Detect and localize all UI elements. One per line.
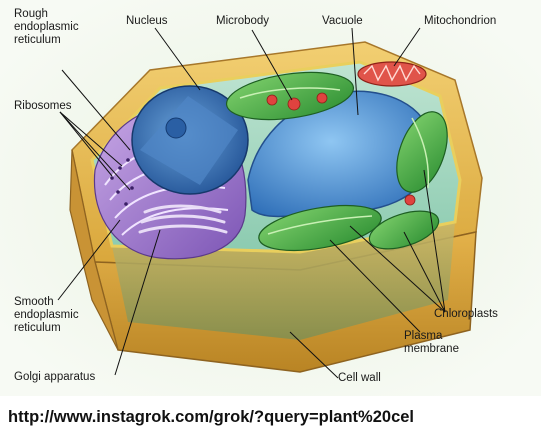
label-smooth-er: Smooth endoplasmic reticulum bbox=[14, 296, 79, 335]
label-plasma-membrane: Plasma membrane bbox=[404, 330, 459, 356]
plant-cell-diagram bbox=[0, 0, 541, 396]
nucleolus bbox=[166, 118, 186, 138]
label-vacuole: Vacuole bbox=[322, 15, 363, 28]
label-nucleus: Nucleus bbox=[126, 15, 168, 28]
label-microbody: Microbody bbox=[216, 15, 269, 28]
source-url[interactable]: http://www.instagrok.com/grok/?query=pla… bbox=[8, 408, 414, 427]
label-golgi: Golgi apparatus bbox=[14, 371, 95, 384]
mitochondrion bbox=[358, 62, 426, 86]
label-mitochondrion: Mitochondrion bbox=[424, 15, 496, 28]
label-rough-er: Rough endoplasmic reticulum bbox=[14, 8, 79, 47]
label-chloroplasts: Chloroplasts bbox=[434, 308, 498, 321]
label-cell-wall: Cell wall bbox=[338, 372, 381, 385]
label-ribosomes: Ribosomes bbox=[14, 100, 72, 113]
